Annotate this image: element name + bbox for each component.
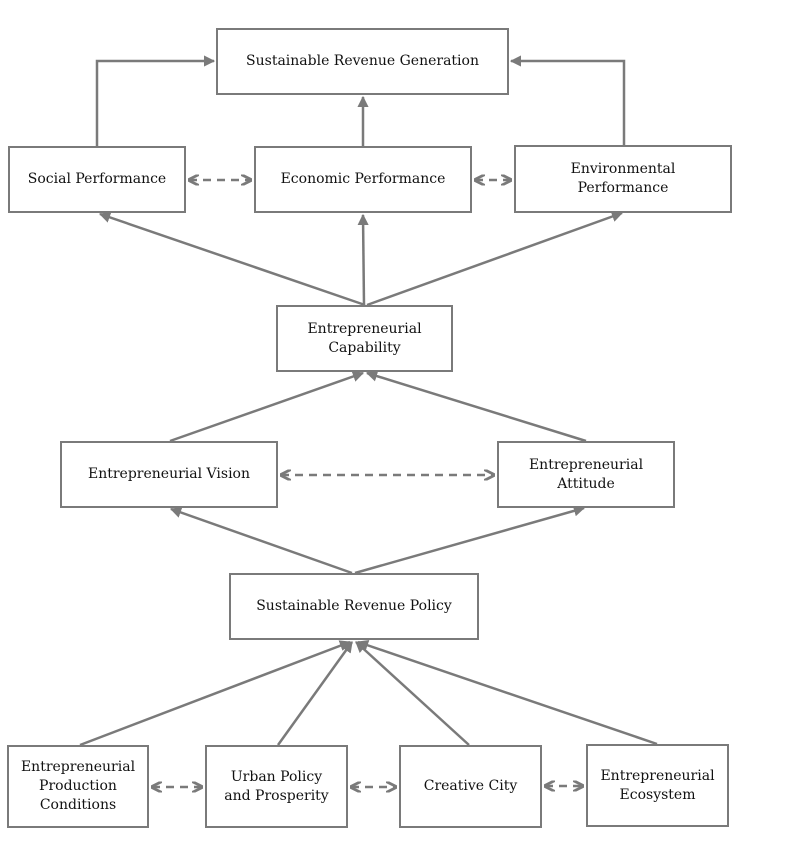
edge-environmental-to-revenue-generation: [509, 55, 626, 145]
node-label: Entrepreneurial Vision: [88, 466, 250, 482]
edge-vision-to-capability: [169, 371, 365, 443]
node-label: Entrepreneurial Attitude: [528, 456, 644, 492]
node-entrepreneurial-capability: Entrepreneurial Capability: [276, 305, 453, 372]
edge-capability-to-economic: [357, 213, 369, 306]
node-entrepreneurial-attitude: Entrepreneurial Attitude: [497, 441, 675, 508]
node-label: Economic Performance: [280, 171, 446, 187]
edge-social-to-revenue-generation: [95, 55, 216, 146]
node-label: Entrepreneurial Capability: [307, 320, 422, 356]
edge-urban-to-policy: [276, 641, 354, 746]
edge-ecosystem-to-policy: [356, 639, 658, 746]
node-economic-performance: Economic Performance: [254, 146, 472, 213]
edge-capability-to-social: [98, 211, 366, 307]
node-label: Social Performance: [27, 171, 167, 187]
node-label: Entrepreneurial Ecosystem: [600, 767, 715, 803]
node-entrepreneurial-production-conditions: Entrepreneurial Production Conditions: [7, 745, 149, 828]
node-label: Sustainable Revenue Policy: [256, 598, 452, 614]
edge-creative-to-policy: [355, 641, 470, 746]
edge-policy-to-vision: [169, 507, 353, 575]
edge-capability-to-environmental: [366, 211, 624, 307]
edge-policy-to-attitude: [354, 505, 586, 575]
node-environmental-performance: Environmental Performance: [514, 145, 732, 213]
node-creative-city: Creative City: [399, 745, 542, 828]
node-urban-policy-and-prosperity: Urban Policy and Prosperity: [205, 745, 348, 828]
node-entrepreneurial-ecosystem: Entrepreneurial Ecosystem: [586, 744, 729, 827]
edge-attitude-to-capability: [365, 370, 587, 443]
node-label: Creative City: [423, 778, 518, 794]
node-entrepreneurial-vision: Entrepreneurial Vision: [60, 441, 278, 508]
node-label: Sustainable Revenue Generation: [246, 53, 479, 69]
node-sustainable-revenue-generation: Sustainable Revenue Generation: [216, 28, 509, 95]
node-sustainable-revenue-policy: Sustainable Revenue Policy: [229, 573, 479, 640]
edge-production-to-policy: [79, 640, 352, 747]
node-label: Urban Policy and Prosperity: [224, 768, 329, 804]
node-label: Entrepreneurial Production Conditions: [20, 759, 136, 813]
node-social-performance: Social Performance: [8, 146, 186, 213]
node-label: Environmental Performance: [570, 161, 676, 196]
